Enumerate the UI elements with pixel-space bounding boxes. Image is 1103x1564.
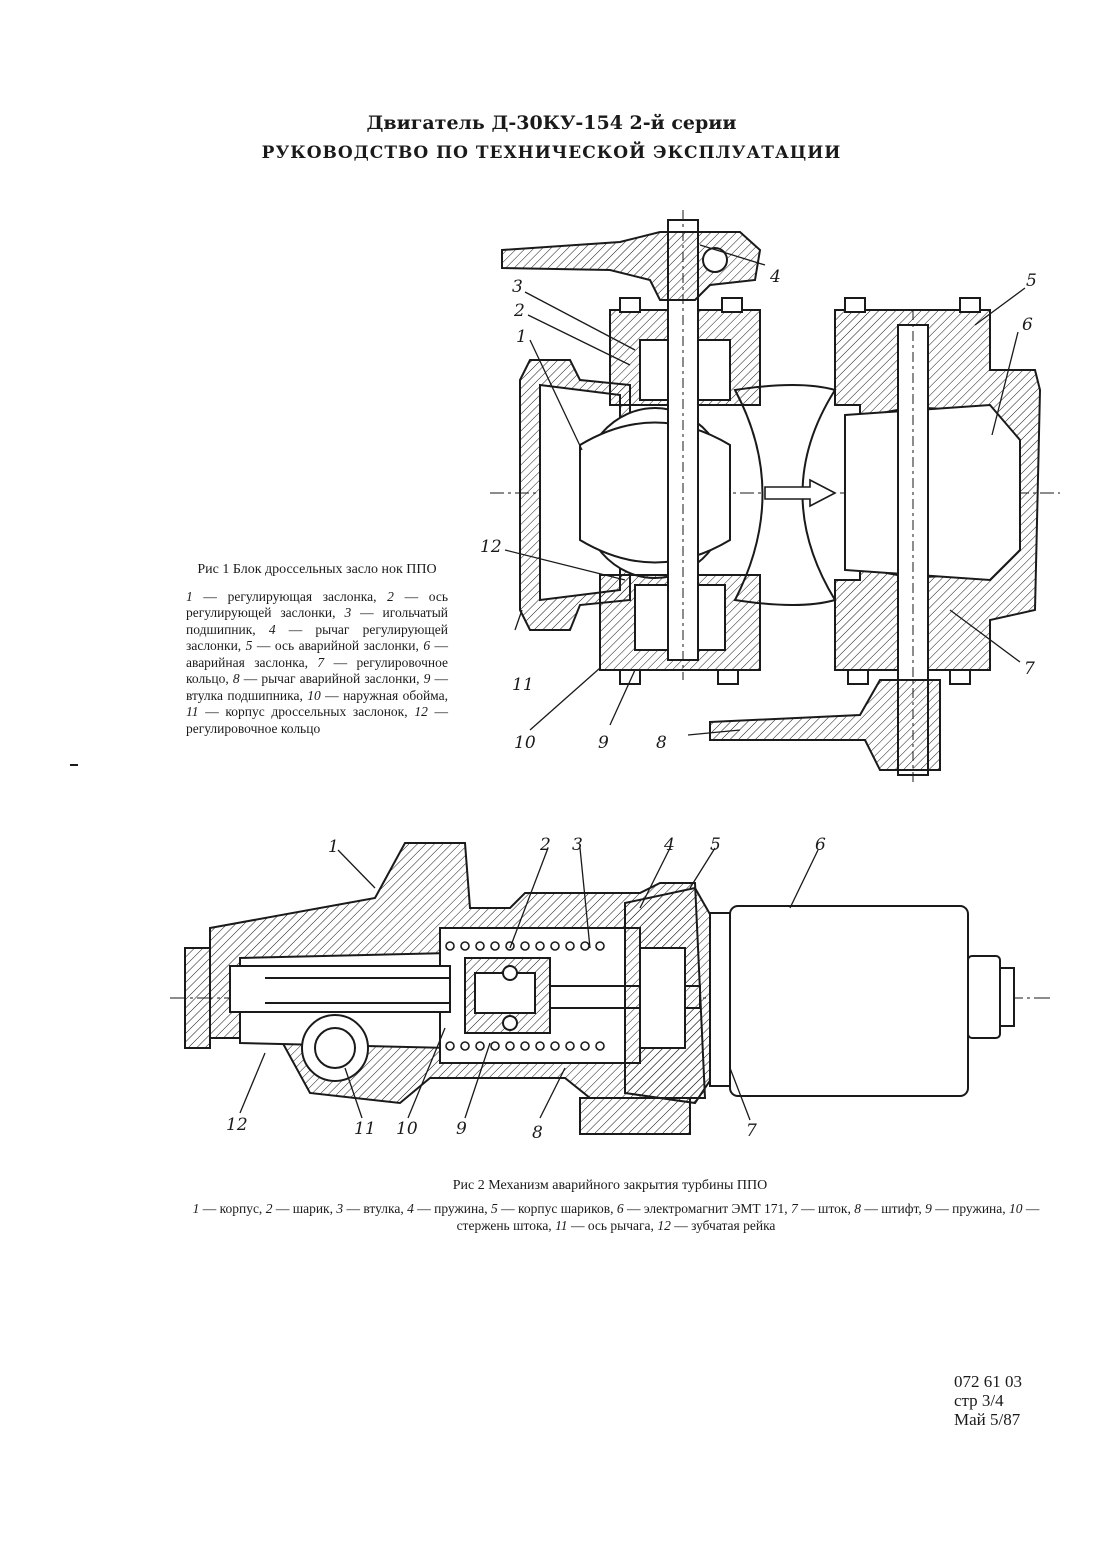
fig1-label-4: 4: [769, 267, 781, 287]
figure-1-caption-title: Рис 1 Блок дроссельных засло нок ППО: [197, 562, 437, 577]
figure2-legend-number: 6: [616, 1201, 624, 1216]
figure2-legend-text: пружина,: [952, 1201, 1006, 1216]
page-footer: 072 61 03 стр 3/4 Май 5/87: [954, 1372, 1022, 1429]
figure1-legend-number: 9: [423, 671, 431, 686]
figure1-legend-number: 11: [186, 704, 199, 719]
fig1-label-3: 3: [512, 277, 523, 297]
figure2-legend-number: 10: [1009, 1201, 1023, 1216]
fig1-label-9: 9: [598, 733, 609, 753]
figure1-legend-text: регулировочное кольцо,: [186, 654, 449, 687]
fig1-label-5: 5: [1026, 271, 1037, 291]
figure1-legend-text: наружная обойма,: [343, 687, 448, 703]
figure1-legend-number: 1: [186, 588, 193, 604]
figure2-legend-text: стержень штока,: [456, 1218, 552, 1233]
figure2-legend-text: шарик,: [292, 1201, 333, 1216]
figure2-legend-text: электромагнит ЭМТ 171,: [643, 1201, 788, 1216]
figure2-legend-text: корпус,: [219, 1201, 263, 1216]
fig1-label-12: 12: [480, 537, 502, 557]
figure-1-caption: Рис 1 Блок дроссельных засло нок ППО 1 —…: [186, 562, 448, 737]
fig2-label-9: 9: [456, 1119, 467, 1139]
figure2-legend-number: 3: [336, 1201, 344, 1216]
fig2-label-8: 8: [532, 1123, 543, 1143]
figure1-legend-number: 7: [317, 654, 325, 670]
figure1-legend-text: втулка подшипника,: [186, 687, 303, 703]
fig1-label-11: 11: [512, 675, 534, 695]
document-code: 072 61 03: [954, 1372, 1022, 1391]
fig2-label-11: 11: [354, 1119, 376, 1139]
figure1-legend-number: 6: [423, 638, 431, 653]
figure1-legend-text: игольчатый подшипник,: [186, 605, 449, 637]
figure2-legend-number: 9: [925, 1201, 932, 1216]
figure2-legend-text: зубчатая рейка: [691, 1218, 776, 1233]
fig1-label-2: 2: [513, 301, 525, 321]
fig1-label-7: 7: [1024, 659, 1035, 679]
figure2-legend-text: ось рычага,: [587, 1218, 654, 1233]
fig2-label-4: 4: [663, 835, 675, 855]
fig2-label-7: 7: [746, 1121, 757, 1141]
figure1-legend-text: корпус дроссельных заслонок,: [225, 704, 408, 719]
figure1-legend-text: аварийная заслонка,: [186, 654, 308, 670]
fig1-label-1: 1: [516, 327, 527, 347]
fig1-label-6: 6: [1022, 315, 1033, 335]
margin-mark: [70, 764, 78, 766]
figure1-legend-number: 3: [344, 605, 352, 620]
figure1-legend-number: 2: [387, 588, 394, 604]
figure1-legend-text: ось аварийной заслонки,: [274, 638, 419, 653]
figure1-legend-number: 4: [268, 621, 276, 637]
figure2-legend-number: 11: [555, 1218, 568, 1233]
figure1-legend-text: рычаг регулирующей заслонки,: [186, 621, 448, 654]
figure2-legend-text: штифт,: [881, 1201, 922, 1216]
figure-1-drawing: 4 3 2 1 5 6 7 8 9 10 11 12: [480, 210, 1060, 785]
fig2-label-12: 12: [226, 1115, 248, 1135]
figure1-legend-text: регулировочное кольцо: [186, 720, 321, 736]
figure2-legend-number: 12: [657, 1218, 671, 1233]
fig1-label-8: 8: [656, 733, 667, 753]
fig2-label-6: 6: [815, 835, 826, 855]
figure-2-legend: 1 — корпус, 2 — шарик, 3 — втулка, 4 — п…: [192, 1201, 1040, 1233]
document-subtitle: РУКОВОДСТВО ПО ТЕХНИЧЕСКОЙ ЭКСПЛУАТАЦИИ: [261, 143, 842, 163]
figure-2-caption-title: Рис 2 Механизм аварийного закрытия турби…: [452, 1178, 768, 1193]
figure2-legend-text: шток,: [818, 1201, 851, 1216]
figure1-legend-text: рычаг аварийной заслонки,: [261, 671, 420, 686]
page-number: стр 3/4: [954, 1391, 1004, 1410]
figure2-legend-text: втулка,: [363, 1201, 404, 1216]
document-title: Двигатель Д-30КУ-154 2-й серии: [366, 112, 737, 134]
figure2-legend-text: корпус шариков,: [518, 1201, 614, 1216]
figure1-legend-number: 5: [245, 638, 253, 653]
figure-2-drawing: 1 2 3 4 5 6 7 8 9 10 11 12: [170, 835, 1050, 1143]
fig1-label-10: 10: [514, 733, 536, 753]
revision-date: Май 5/87: [954, 1410, 1021, 1429]
figure2-legend-number: 1: [192, 1201, 200, 1216]
figure1-legend-text: ось регулирующей заслонки,: [186, 588, 449, 621]
figure2-legend-number: 5: [491, 1201, 498, 1216]
figure1-legend-number: 10: [307, 687, 321, 703]
fig2-label-3: 3: [572, 835, 583, 855]
fig2-label-1: 1: [328, 837, 339, 857]
fig2-label-10: 10: [396, 1119, 418, 1139]
figure-1-legend: 1 — регулирующая заслонка, 2 — ось регул…: [186, 588, 449, 736]
fig2-label-2: 2: [539, 835, 551, 855]
figure1-legend-text: регулирующая заслонка,: [227, 588, 377, 604]
figure1-legend-number: 8: [232, 671, 240, 686]
figure2-legend-number: 4: [407, 1201, 414, 1216]
figure2-legend-number: 2: [265, 1201, 273, 1216]
fig2-label-5: 5: [710, 835, 721, 855]
figure1-legend-number: 12: [414, 704, 428, 719]
figure2-legend-number: 8: [854, 1201, 861, 1216]
figure2-legend-text: пружина,: [434, 1201, 488, 1216]
figure2-legend-number: 7: [791, 1201, 798, 1216]
